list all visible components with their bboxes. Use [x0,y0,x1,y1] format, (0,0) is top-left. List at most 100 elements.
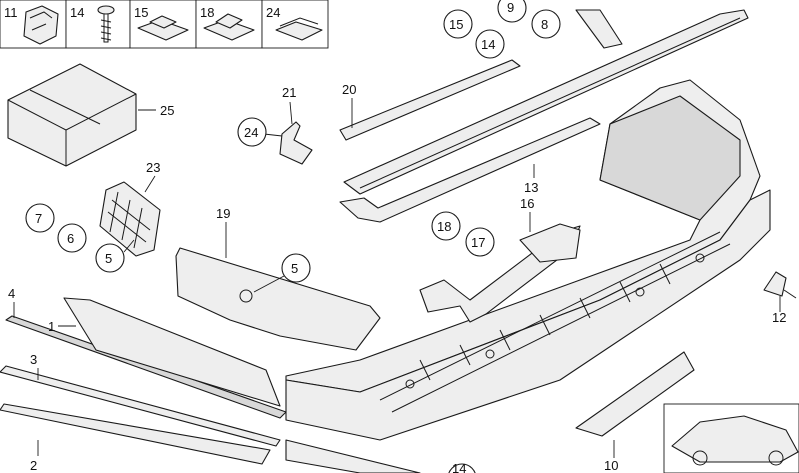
strip-2-icon [0,403,271,465]
label-2: 2 [30,458,37,473]
clip-11-detail [29,11,53,31]
part-16-bracket[interactable]: 16 [419,196,581,323]
bumper-lower-shell [285,189,771,441]
bumper-sensor-4 [695,253,705,263]
box-25-edges [7,93,137,166]
callout-17-text: 17 [471,235,485,250]
bracket-21-icon [279,121,313,165]
strip-3-icon [0,365,281,447]
part-19-bracket[interactable]: 19 5 [175,206,381,351]
screw-14-thread [100,14,112,43]
part-23-grille[interactable]: 23 [99,160,161,257]
callout-17[interactable] [465,227,495,257]
part-4-strip[interactable]: 4 [5,286,287,419]
trim-9-edge [359,17,741,189]
box-25-icon [7,63,137,167]
bumper-body[interactable] [285,79,771,473]
leader-5a [123,239,135,253]
part-10-bracket[interactable]: 10 [575,351,695,473]
thumb-label-15: 15 [134,5,148,20]
callout-8[interactable] [531,9,561,39]
bumper-sensor-2 [485,349,495,359]
callout-9[interactable] [497,0,527,23]
callout-7[interactable] [25,203,55,233]
label-13: 13 [524,180,538,195]
thumb-label-14: 14 [70,5,84,20]
thumb-label-24: 24 [266,5,280,20]
callout-6[interactable] [57,223,87,253]
callout-8-text: 8 [541,17,548,32]
callout-6-text: 6 [67,231,74,246]
label-1: 1 [48,319,55,334]
leader-5b [253,275,285,293]
strip-20-icon [339,59,521,141]
part-12-clip[interactable]: 12 [763,271,797,325]
bumper-corner-inner [599,95,741,221]
callout-24[interactable] [237,117,267,147]
bumper-sensor-1 [405,379,415,389]
clip-11-icon [23,5,59,45]
clip-12-tab [783,289,797,299]
label-19: 19 [216,206,230,221]
bracket-19-icon [175,247,381,351]
callout-18[interactable] [431,211,461,241]
label-10: 10 [604,458,618,473]
callout-14[interactable] [475,29,505,59]
thumb-label-18: 18 [200,5,214,20]
part-21-bracket[interactable]: 21 24 [237,85,313,165]
pad-24-icon [275,21,323,41]
car-icon [671,415,799,463]
pad-24-detail [279,17,319,27]
clip-nut-18-top [215,13,243,29]
trim-9-end [575,9,623,49]
screw-14-icon [97,5,115,15]
part-1-trim[interactable]: 1 [48,297,281,407]
callout-5b[interactable] [281,253,311,283]
part-13-strip[interactable]: 13 [339,117,601,223]
box-25-tape [29,89,101,125]
label-4: 4 [8,286,15,301]
label-20: 20 [342,82,356,97]
bumper-ribs [379,231,731,413]
callout-5a[interactable] [95,243,125,273]
callout-24-text: 24 [244,125,258,140]
part-3-strip[interactable]: 3 [0,352,281,447]
label-3: 3 [30,352,37,367]
bumper-sensor-3 [635,287,645,297]
callout-15-text: 15 [449,17,463,32]
strip-4-icon [5,315,287,419]
leader-24 [263,133,283,137]
leader-23 [144,175,156,193]
trim-9-icon [343,9,749,195]
callout-5b-text: 5 [291,261,298,276]
callout-15[interactable] [443,9,473,39]
callout-7-text: 7 [35,211,42,226]
bracket-10-icon [575,351,695,437]
callout-bottom-partial[interactable] [448,463,476,473]
car-wheel-rear [768,450,784,466]
callout-5a-text: 5 [105,251,112,266]
callout-18-text: 18 [437,219,451,234]
label-12: 12 [772,310,786,325]
bracket-16-end [519,223,581,263]
clip-nut-15-top [149,15,177,29]
callout-14-text: 14 [481,37,495,52]
thumb-box-14[interactable] [65,0,131,49]
leader-21 [289,101,293,125]
strip-13-icon [339,117,601,223]
car-thumbnail[interactable] [663,403,799,473]
callout-9-text: 9 [507,0,514,15]
callout-bottom-partial-text: 14 [452,461,466,473]
part-9-top-trim[interactable]: 9 8 [343,0,749,195]
label-25: 25 [160,103,174,118]
part-25-box[interactable]: 25 [7,63,174,167]
label-23: 23 [146,160,160,175]
clip-12-icon [763,271,787,297]
part-20-strip[interactable]: 20 [339,59,521,141]
bumper-lip [285,439,421,473]
part-2-strip[interactable]: 2 [0,403,271,473]
bumper-rib-marks [419,263,671,381]
thumb-label-11: 11 [4,5,18,20]
